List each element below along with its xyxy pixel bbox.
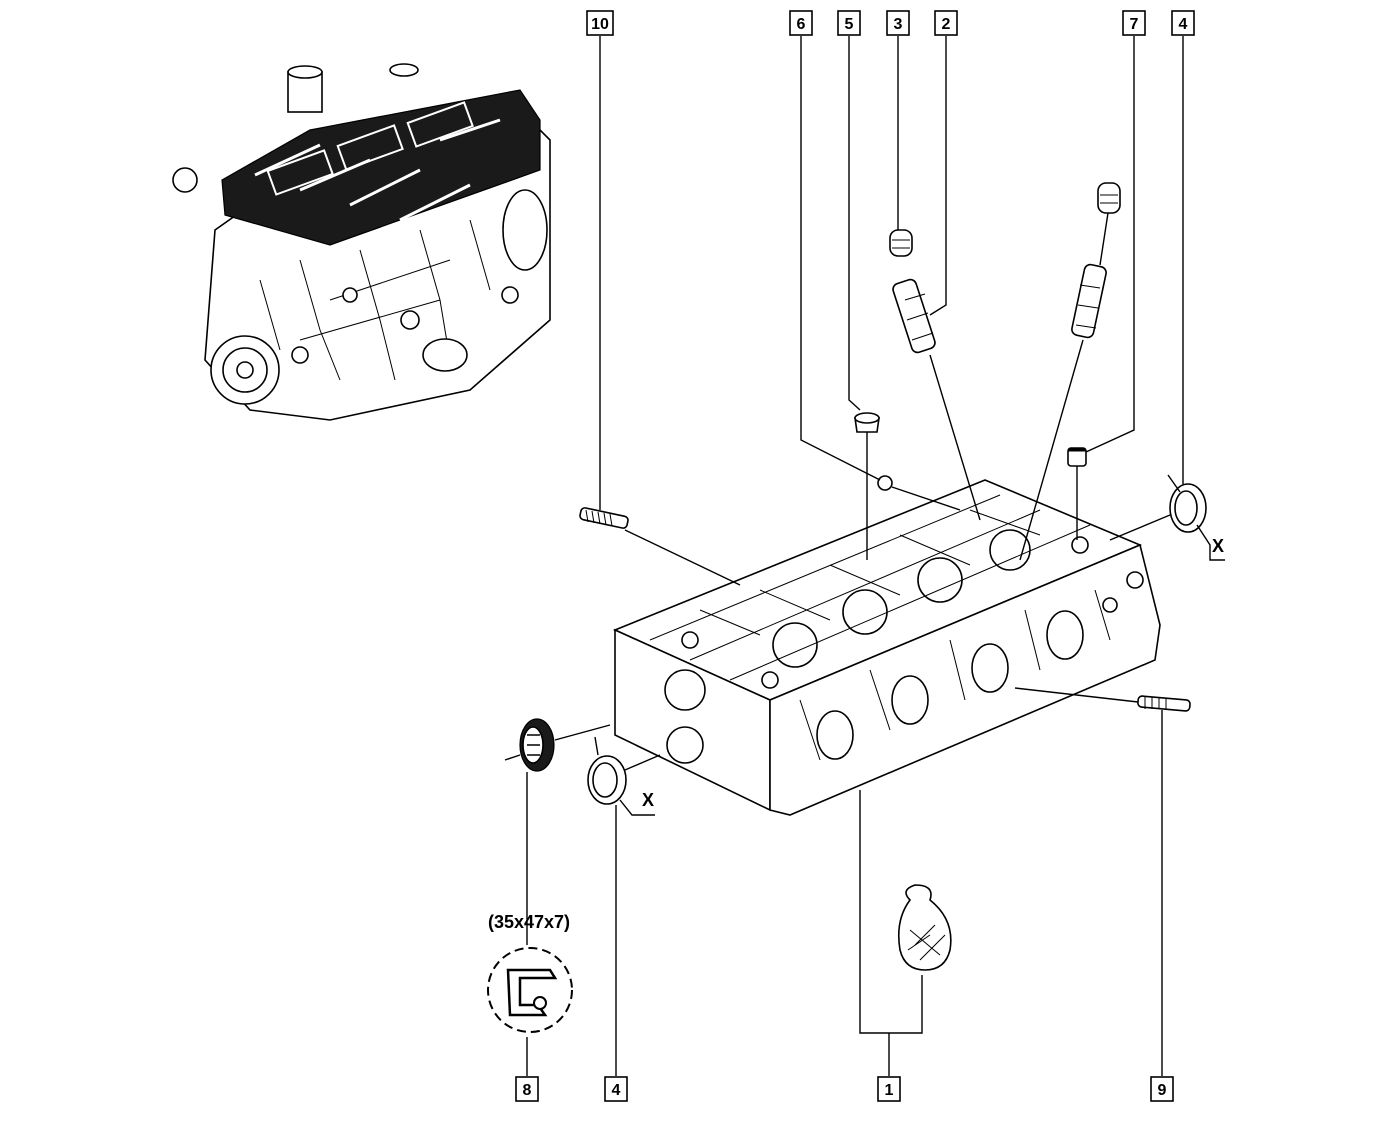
svg-text:6: 6	[797, 16, 806, 33]
callout-1: 1	[877, 1076, 901, 1102]
callout-4-bottom: 4	[604, 1076, 628, 1102]
svg-text:3: 3	[894, 16, 903, 33]
x-label-right: X	[1212, 536, 1224, 556]
callout-3: 3	[886, 10, 910, 36]
cap-3-right	[1097, 182, 1121, 214]
stud-10	[579, 507, 629, 529]
guide-2-left	[892, 278, 936, 354]
seal-4-bottom	[587, 736, 655, 816]
callout-7: 7	[1122, 10, 1146, 36]
leader-lines	[504, 36, 1184, 1076]
callout-10: 10	[586, 10, 614, 36]
callout-4-top: 4	[1171, 10, 1195, 36]
ball-6	[877, 475, 893, 491]
callout-6: 6	[789, 10, 813, 36]
callout-8: 8	[515, 1076, 539, 1102]
svg-text:9: 9	[1158, 1082, 1167, 1099]
plug-7	[1067, 447, 1087, 467]
plug-5	[854, 412, 880, 433]
cap-3	[889, 229, 913, 257]
fastener-bag-icon	[897, 884, 952, 971]
oil-seal-8	[519, 718, 555, 772]
stud-9	[1137, 695, 1191, 712]
engine-assembly-illustration	[172, 63, 551, 421]
svg-text:4: 4	[612, 1082, 621, 1099]
callout-9: 9	[1150, 1076, 1174, 1102]
x-label-left: X	[642, 790, 654, 810]
svg-text:5: 5	[845, 16, 854, 33]
cylinder-head	[612, 479, 1161, 816]
seal-4-top	[1167, 474, 1225, 561]
seal-section-icon	[487, 947, 573, 1033]
svg-text:4: 4	[1179, 16, 1188, 33]
svg-text:1: 1	[885, 1082, 894, 1099]
guide-2-right	[1071, 263, 1107, 339]
callout-2: 2	[934, 10, 958, 36]
callout-5: 5	[837, 10, 861, 36]
seal-size-label: (35x47x7)	[488, 912, 570, 932]
svg-text:7: 7	[1130, 16, 1139, 33]
svg-text:8: 8	[523, 1082, 532, 1099]
svg-text:10: 10	[591, 16, 609, 33]
svg-text:2: 2	[942, 16, 951, 33]
